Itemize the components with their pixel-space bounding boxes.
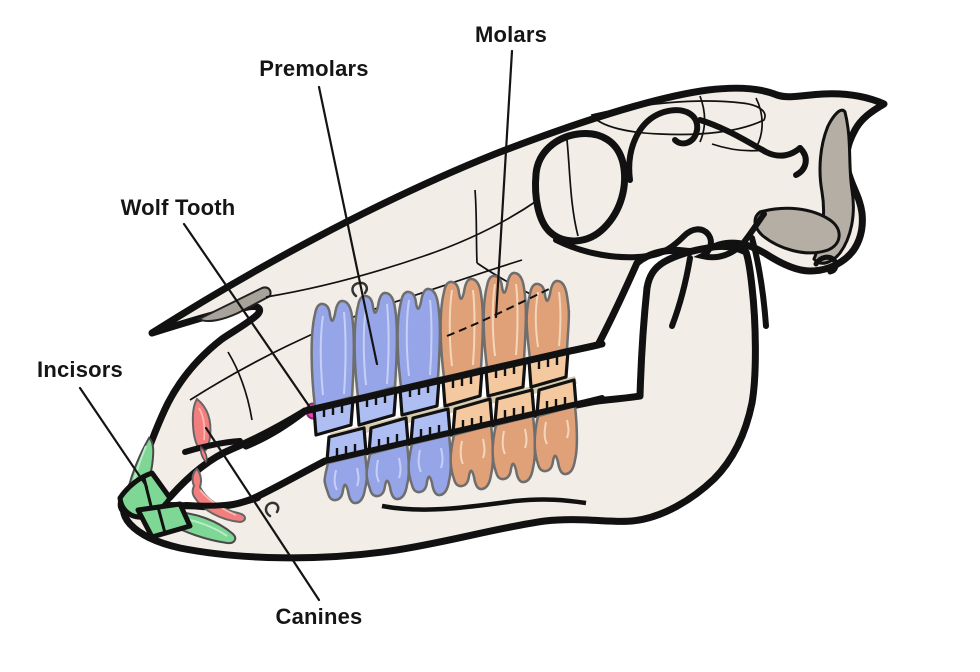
mental-foramen: [264, 501, 280, 518]
canines-leader-line: [204, 426, 321, 602]
lower-incisors: [135, 501, 237, 545]
molars-leader-line: [494, 49, 514, 319]
gum-lines: [242, 340, 606, 464]
lower-molars: [449, 378, 579, 491]
bone-shadow-regions: [196, 108, 855, 323]
upper-canine: [182, 397, 243, 464]
cranial-ridges: [553, 107, 839, 329]
label-molars: Molars: [474, 22, 548, 47]
label-premolars: Premolars: [259, 56, 369, 81]
pterygoid-process: [669, 255, 693, 329]
zygomatic-arch: [553, 211, 767, 261]
mandible: [119, 242, 759, 562]
label-wolf-tooth: Wolf Tooth: [120, 195, 236, 220]
mandible-inner-contour: [381, 497, 587, 512]
premolars-leader-line: [317, 85, 379, 366]
upper-molars: [439, 271, 571, 408]
paracondylar-hook: [813, 254, 839, 275]
leader-lines: [78, 49, 514, 602]
label-canines: Canines: [275, 604, 363, 629]
incisors-leader-line: [78, 386, 149, 489]
maxillary-crest-line: [446, 288, 550, 337]
eye-socket: [532, 130, 629, 245]
wolf-tooth-leader-line: [182, 222, 311, 408]
label-incisors: Incisors: [37, 357, 123, 382]
nuchal-ridge: [697, 117, 803, 159]
basicranium-shadow: [753, 206, 841, 255]
temporal-ridge: [626, 107, 701, 183]
